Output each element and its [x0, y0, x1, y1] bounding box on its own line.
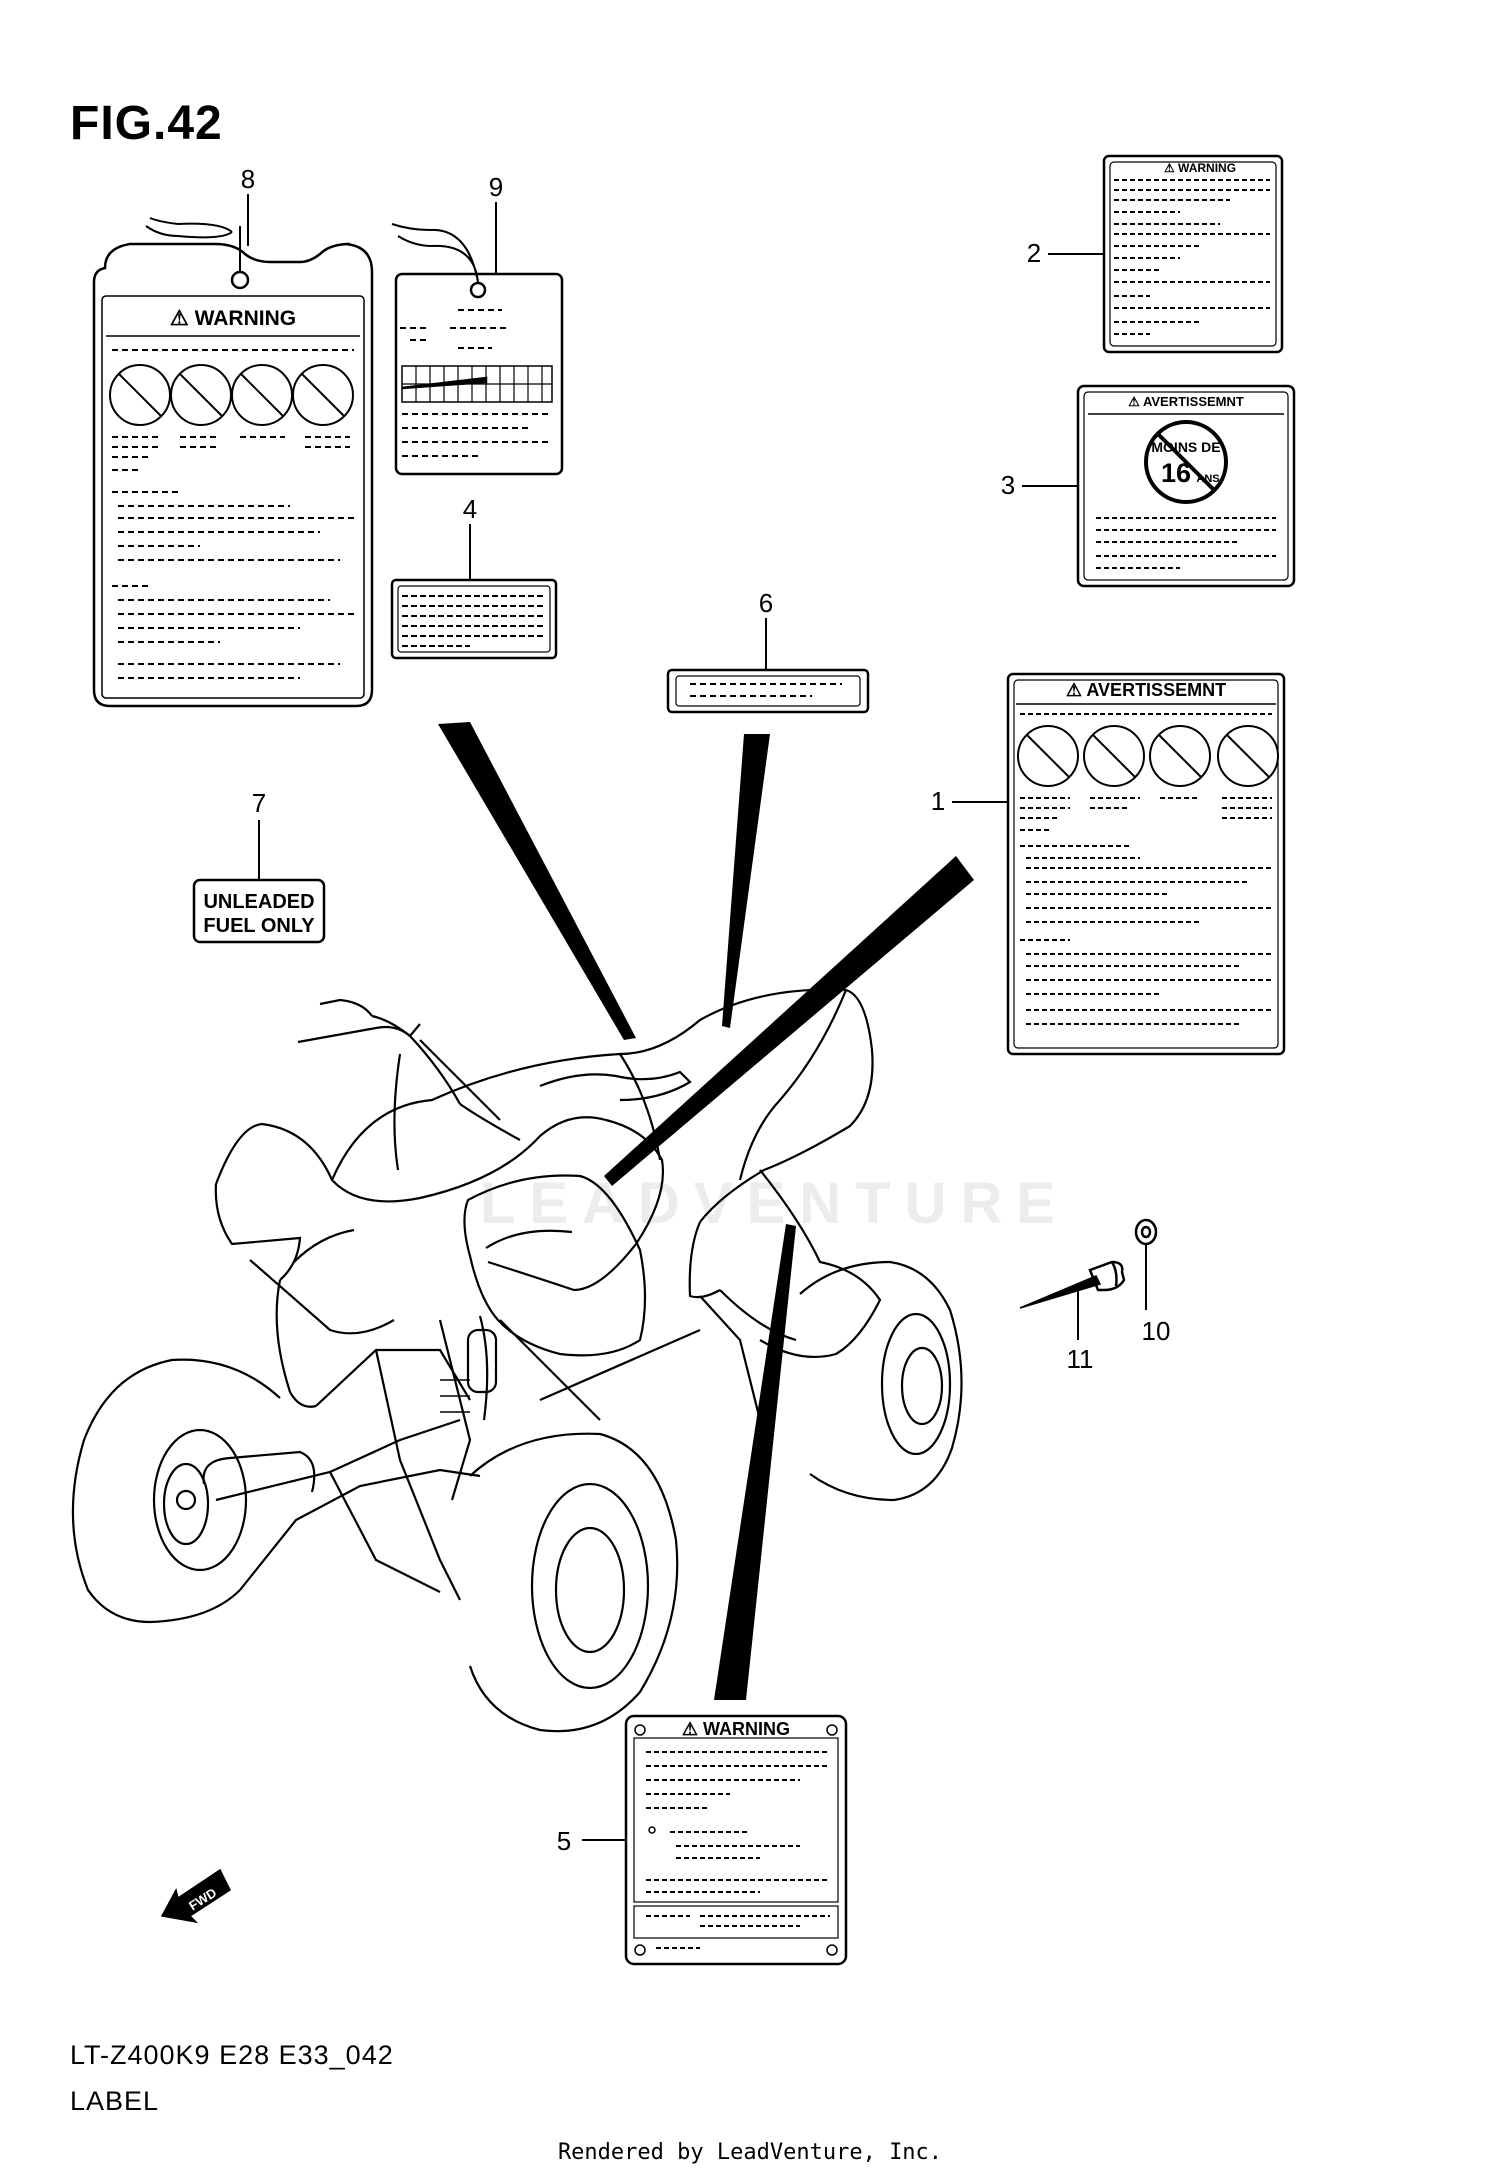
figure-title: FIG.42 [70, 97, 223, 150]
callout-4: 4 [463, 494, 477, 524]
label-7-line2: FUEL ONLY [203, 915, 315, 937]
label-8-warning-tag[interactable]: ⚠ WARNING [92, 217, 374, 708]
callout-9: 9 [489, 172, 503, 202]
callout-8: 8 [241, 164, 255, 194]
label-4[interactable] [390, 578, 558, 660]
callout-3: 3 [1001, 470, 1015, 500]
label-7-line1: UNLEADED [203, 891, 314, 913]
watermark: LEADVENTURE [480, 1171, 1070, 1236]
washer-part-10[interactable] [1134, 1218, 1158, 1246]
model-code: LT-Z400K9 E28 E33_042 [70, 2040, 394, 2070]
label-5-heading: ⚠ WARNING [682, 1719, 790, 1739]
callout-7: 7 [252, 788, 266, 818]
atv-illustration [71, 988, 963, 1733]
callout-6: 6 [759, 588, 773, 618]
label-6[interactable] [666, 668, 870, 714]
callout-10: 10 [1142, 1316, 1171, 1346]
label-5-warning[interactable]: ⚠ WARNING [624, 1714, 848, 1966]
callout-11: 11 [1067, 1344, 1094, 1374]
label-3-ans: ANS [1196, 473, 1219, 485]
fwd-arrow: FWD [160, 1868, 231, 1924]
pointer-wedges [438, 722, 974, 1700]
label-3-avertissement[interactable]: ⚠ AVERTISSEMNT MOINS DE 16 ANS [1076, 384, 1296, 588]
label-3-moins: MOINS DE [1151, 439, 1220, 455]
label-8-heading: ⚠ WARNING [170, 307, 296, 330]
rivet-part-11[interactable] [1019, 1260, 1126, 1309]
label-1-heading: ⚠ AVERTISSEMNT [1066, 680, 1226, 700]
label-3-age: 16 [1161, 458, 1191, 488]
label-2-heading: ⚠ WARNING [1164, 161, 1236, 175]
label-1-avertissement[interactable]: ⚠ AVERTISSEMNT [1006, 672, 1286, 1056]
label-9-tag[interactable] [391, 223, 564, 476]
rendered-by-credit: Rendered by LeadVenture, Inc. [557, 2140, 943, 2165]
callout-5: 5 [557, 1826, 571, 1856]
label-2-warning[interactable]: ⚠ WARNING [1102, 154, 1284, 354]
section-name: LABEL [70, 2086, 160, 2116]
label-7-unleaded-fuel[interactable]: UNLEADED FUEL ONLY [192, 878, 326, 944]
callout-2: 2 [1027, 238, 1041, 268]
label-3-heading: ⚠ AVERTISSEMNT [1128, 394, 1244, 409]
callout-1: 1 [931, 786, 945, 816]
